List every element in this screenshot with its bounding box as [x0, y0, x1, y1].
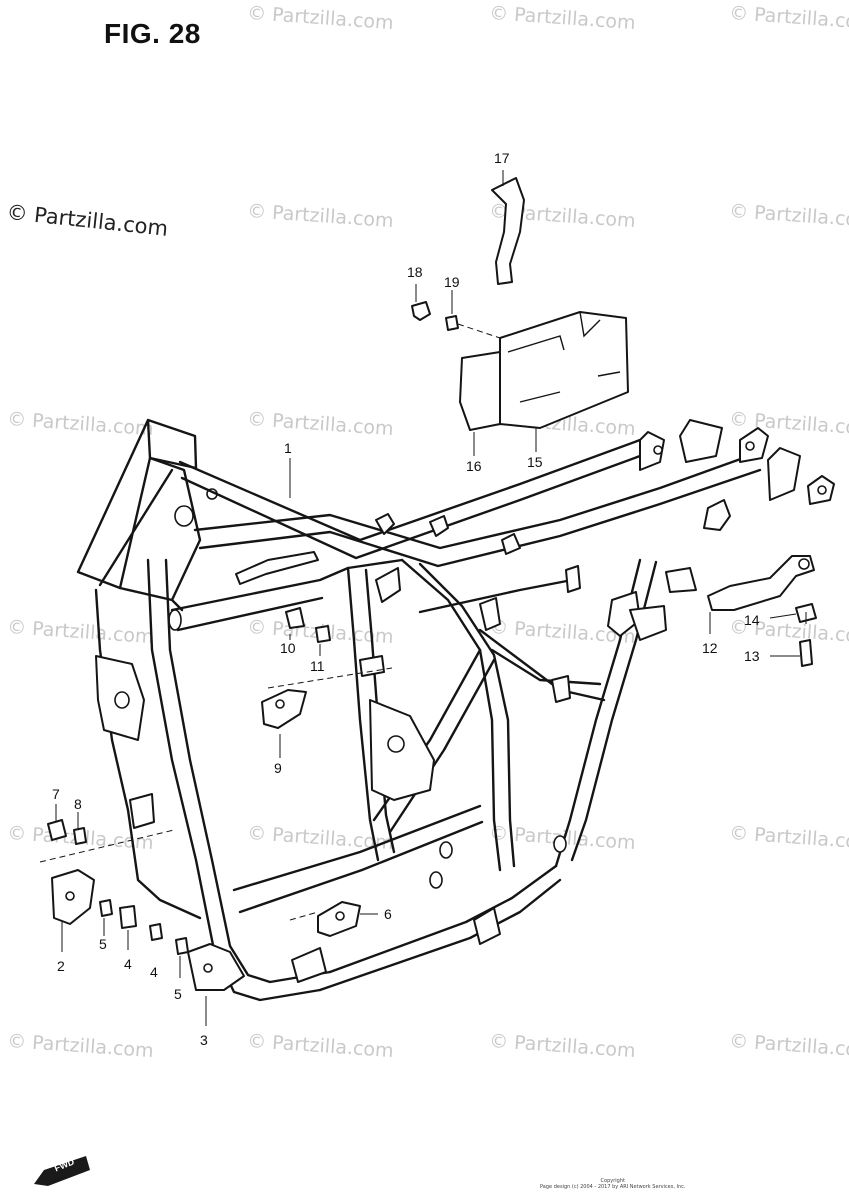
- cross-tube: [170, 558, 404, 632]
- bracket-9: [261, 689, 307, 729]
- tab: [551, 675, 571, 703]
- tab: [375, 513, 395, 535]
- lower-cross: [232, 804, 484, 914]
- tab: [359, 655, 385, 677]
- callout-11: 11: [310, 658, 325, 674]
- rear-bracket-f: [703, 499, 731, 531]
- rear-bracket-d: [767, 447, 801, 501]
- tab: [607, 591, 641, 637]
- washer-5b: [175, 937, 189, 955]
- center-loop-left: [346, 566, 380, 862]
- callout-4a: 4: [124, 956, 132, 972]
- figure-title: FIG. 28: [104, 18, 201, 49]
- lower-cradle-2: [328, 864, 558, 974]
- head-gusset: [118, 456, 202, 612]
- bolt-7: [47, 819, 67, 841]
- callout-12: 12: [702, 640, 718, 656]
- callout-9: 9: [274, 760, 282, 776]
- bolt-13: [799, 639, 813, 667]
- cross-bracket-left: [235, 551, 319, 585]
- callout-19: 19: [444, 274, 460, 290]
- lower-bracket-right: [473, 907, 501, 945]
- rear-bracket-b: [679, 419, 723, 463]
- top-tube-left: [178, 438, 642, 542]
- callout-7: 7: [52, 786, 60, 802]
- copyright-line-2: Page design (c) 2004 - 2017 by ARI Netwo…: [540, 1184, 686, 1190]
- copyright-line-1: Copyright: [600, 1178, 625, 1184]
- bolt-18: [411, 301, 431, 321]
- center-loop-right-2: [418, 562, 516, 868]
- callout-6: 6: [384, 906, 392, 922]
- nut-8: [73, 827, 87, 845]
- lower-bracket-mid: [291, 947, 327, 983]
- callout-17: 17: [494, 150, 510, 166]
- callout-13: 13: [744, 648, 760, 664]
- bolt-4: [119, 905, 137, 929]
- battery-case: [499, 311, 629, 429]
- lower-cradle: [318, 878, 562, 992]
- tab: [375, 567, 401, 603]
- top-tube-right: [193, 450, 762, 550]
- tab: [629, 605, 667, 641]
- callout-16: 16: [466, 458, 482, 474]
- callout-18: 18: [407, 264, 423, 280]
- center-loop-right: [400, 558, 502, 872]
- callout-3: 3: [200, 1032, 208, 1048]
- callout-5b: 5: [174, 986, 182, 1002]
- battery-strap: [491, 177, 525, 285]
- callout-10: 10: [280, 640, 296, 656]
- callout-14: 14: [744, 612, 760, 628]
- callout-8: 8: [74, 796, 82, 812]
- callout-15: 15: [527, 454, 543, 470]
- bracket-12: [707, 555, 815, 611]
- down-tube-inner-2: [164, 558, 332, 984]
- side-rail-mid: [418, 578, 574, 614]
- tab: [429, 515, 449, 537]
- nut-19: [445, 315, 459, 331]
- nut-4b: [149, 923, 163, 941]
- fwd-arrow-icon: [34, 1156, 90, 1186]
- bolt-10: [285, 607, 305, 629]
- callout-2: 2: [57, 958, 65, 974]
- top-tube-right-2: [198, 468, 762, 568]
- lower-side-rail: [478, 628, 606, 702]
- battery-case-cover: [459, 351, 501, 431]
- down-tube-outer: [94, 588, 202, 920]
- washer-5a: [99, 899, 113, 917]
- lower-tab: [129, 793, 155, 829]
- callout-4b: 4: [150, 964, 158, 980]
- down-tube-inner: [146, 558, 322, 1002]
- callout-1: 1: [284, 440, 292, 456]
- steering-head: [76, 418, 198, 590]
- tab: [479, 597, 501, 631]
- callout-5a: 5: [99, 936, 107, 952]
- bracket-3: [187, 943, 245, 991]
- tab: [501, 533, 521, 555]
- nut-11: [315, 625, 331, 643]
- tab: [565, 565, 581, 593]
- stud-12: [665, 567, 697, 593]
- copyright-note: Copyright Page design (c) 2004 - 2017 by…: [540, 1178, 686, 1190]
